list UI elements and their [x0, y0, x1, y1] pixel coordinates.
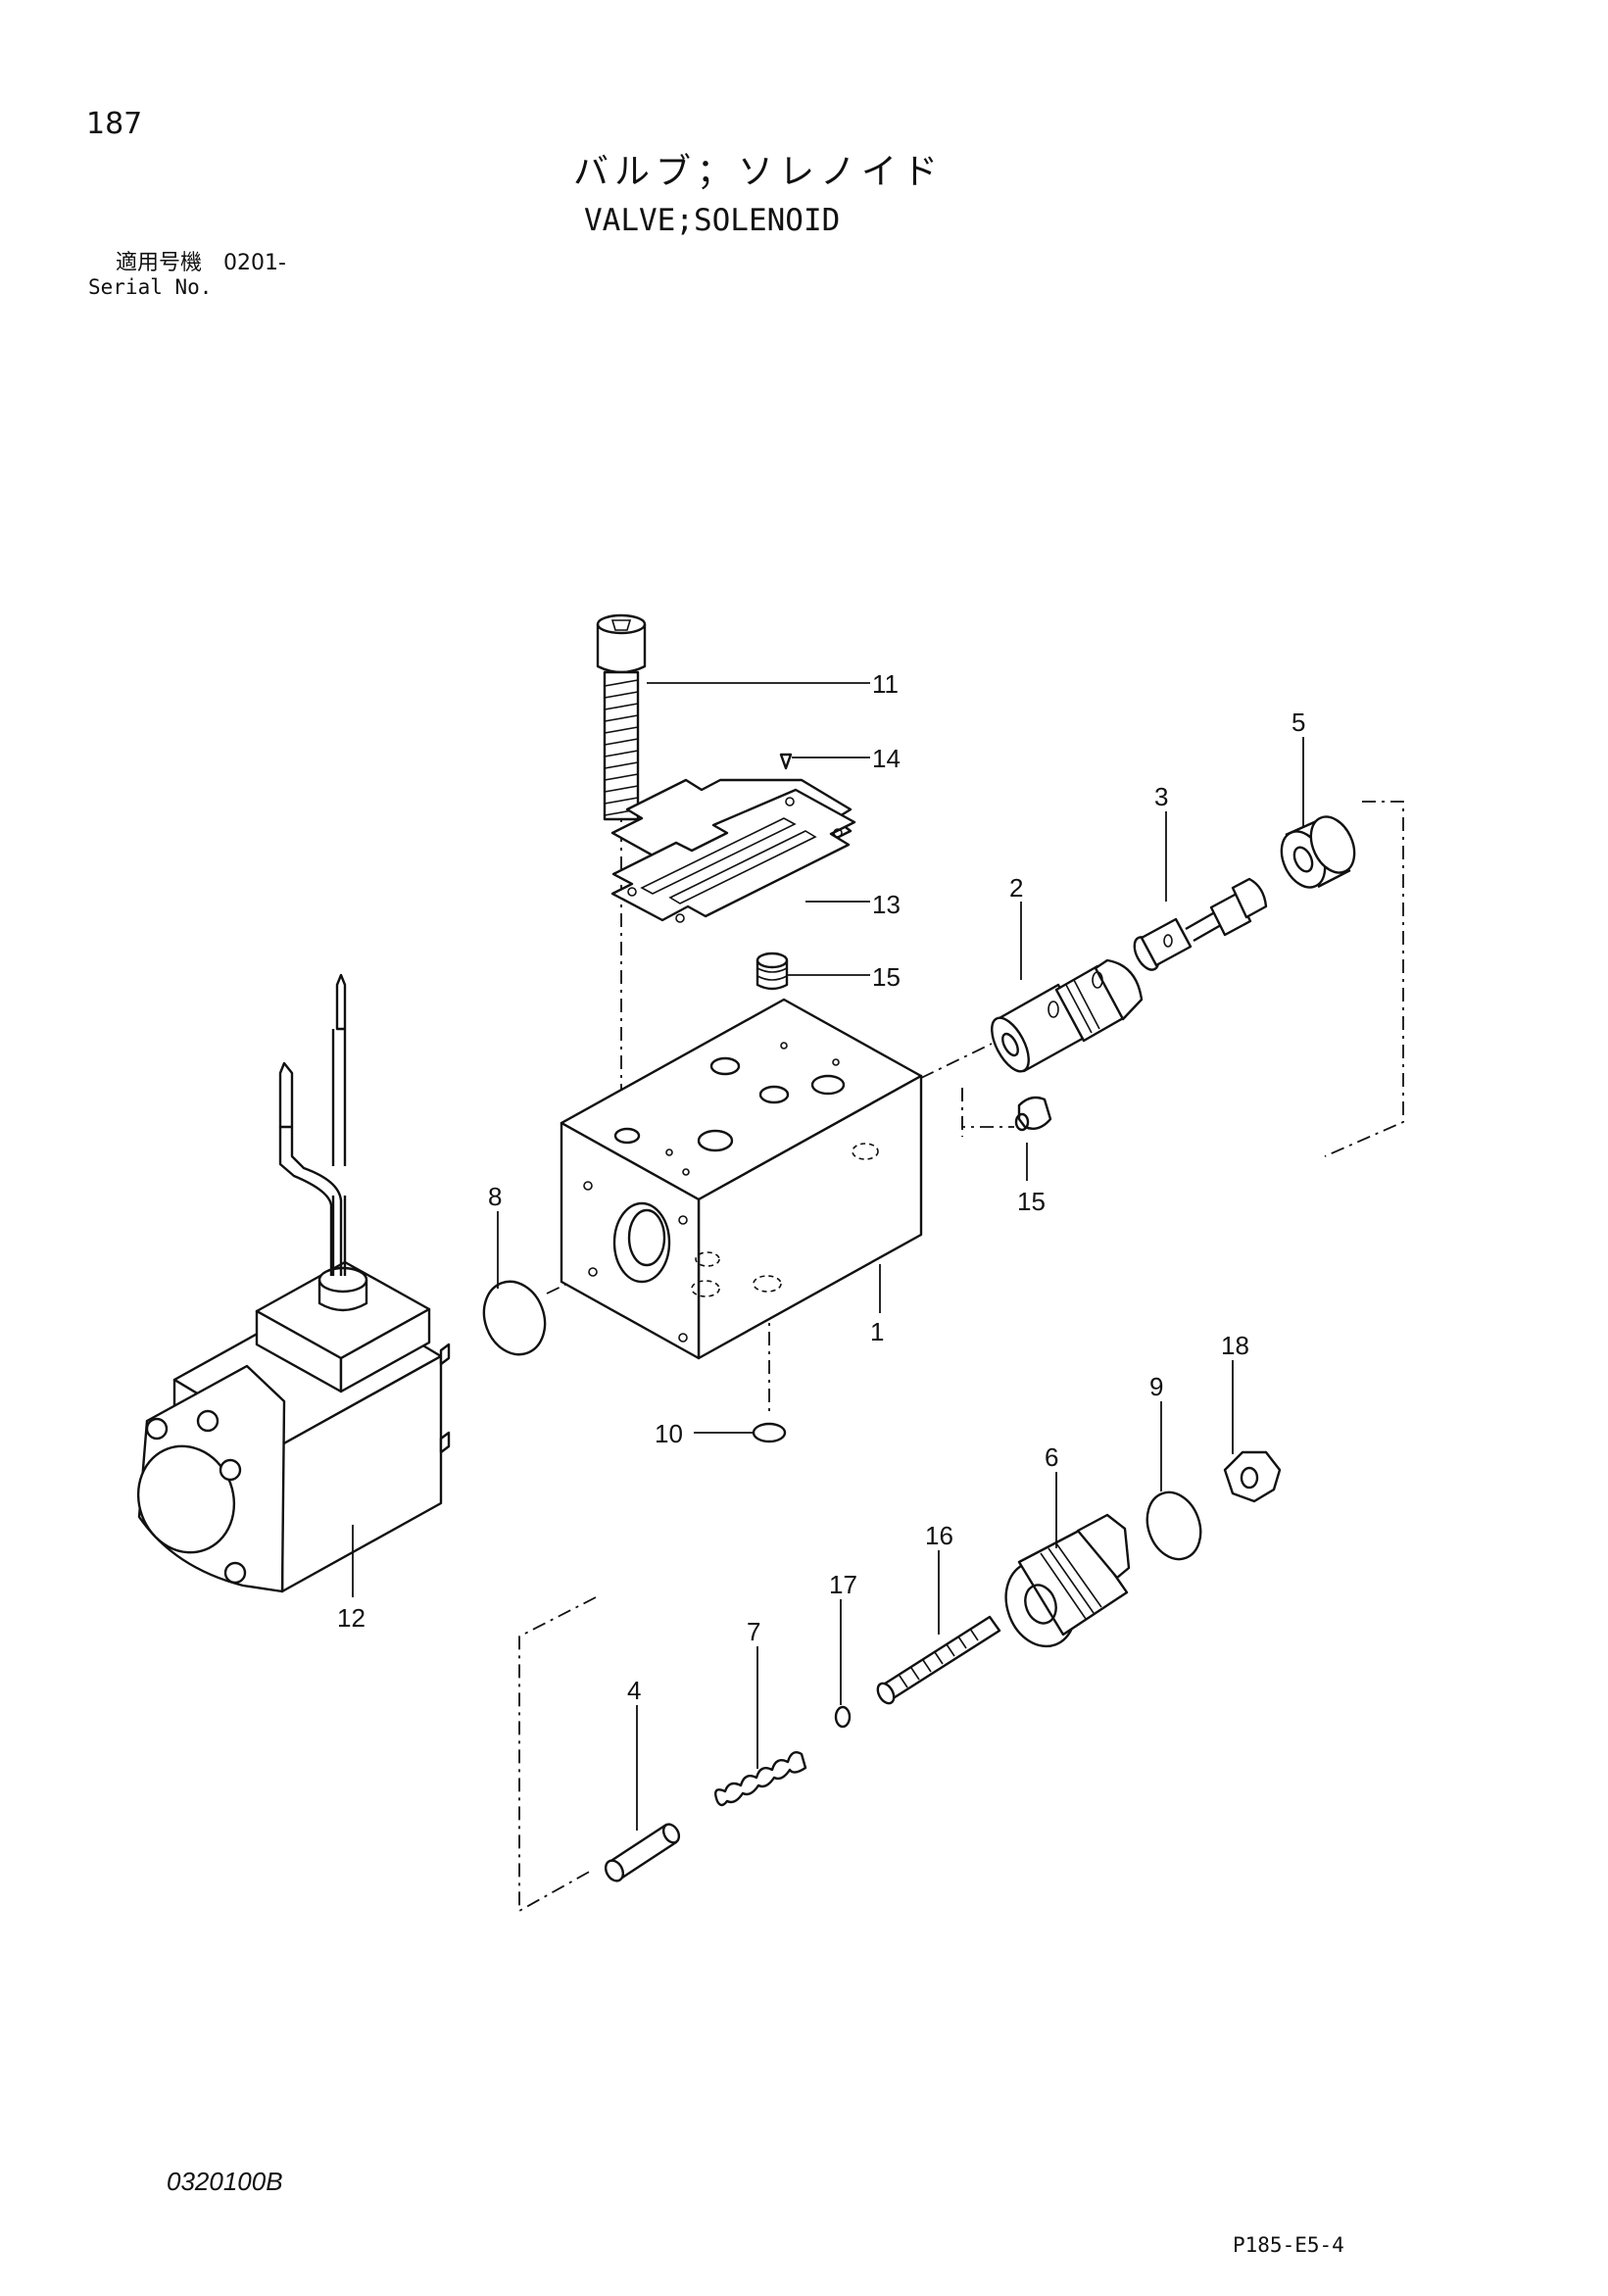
- callout-label: 1: [870, 1317, 884, 1346]
- part-nut: [1223, 1450, 1282, 1503]
- part-ball: [834, 1705, 852, 1729]
- part-plug-side: [1014, 1096, 1052, 1132]
- callout-label: 5: [1291, 708, 1305, 737]
- part-adjusting-screw: [876, 1615, 1001, 1705]
- callout-label: 15: [1017, 1187, 1046, 1216]
- callout-label: 15: [872, 962, 901, 992]
- callout-labels: 11 14 13 15 15 2 3 5 8 1 18 9 10 6 16 17…: [337, 669, 1305, 1831]
- callout-label: 12: [337, 1603, 365, 1633]
- part-plate: [610, 778, 856, 923]
- part-spring-seat: [1280, 815, 1356, 889]
- part-adjust-plug: [1004, 1513, 1131, 1648]
- title-japanese: バルブ；ソレノイド: [573, 152, 945, 192]
- callout-label: 4: [627, 1676, 641, 1705]
- part-spool: [1133, 877, 1268, 971]
- serial-label-japanese: 適用号機 0201-: [116, 251, 286, 275]
- part-spring: [714, 1751, 807, 1807]
- page-number: 187: [86, 107, 143, 141]
- part-o-ring-medium: [1145, 1490, 1202, 1561]
- callout-label: 11: [872, 669, 899, 699]
- part-valve-body: [560, 998, 923, 1360]
- part-solenoid: [136, 973, 451, 1593]
- callout-label: 6: [1045, 1442, 1058, 1472]
- part-plug-top: [755, 952, 789, 991]
- callout-label: 3: [1154, 782, 1168, 811]
- drawing-code: 0320100B: [167, 2167, 283, 2196]
- callout-label: 9: [1149, 1372, 1163, 1401]
- callout-label: 13: [872, 890, 901, 919]
- callout-label: 10: [655, 1419, 683, 1448]
- callout-label: 16: [925, 1521, 953, 1550]
- serial-label-english: Serial No.: [88, 275, 213, 299]
- callout-label: 7: [747, 1617, 760, 1646]
- part-o-ring-large: [482, 1280, 547, 1356]
- title-english: VALVE;SOLENOID: [584, 203, 841, 238]
- part-o-ring-small: [752, 1422, 787, 1443]
- callout-label: 14: [872, 744, 901, 773]
- callout-label: 8: [488, 1182, 502, 1211]
- callout-label: 17: [829, 1570, 857, 1599]
- callout-label: 18: [1221, 1331, 1249, 1360]
- part-cap-screw: [596, 613, 647, 821]
- part-small-screw: [779, 753, 793, 770]
- part-sleeve: [991, 958, 1144, 1073]
- callout-label: 2: [1009, 873, 1023, 903]
- page-reference: P185-E5-4: [1233, 2233, 1344, 2257]
- part-pin: [604, 1823, 681, 1882]
